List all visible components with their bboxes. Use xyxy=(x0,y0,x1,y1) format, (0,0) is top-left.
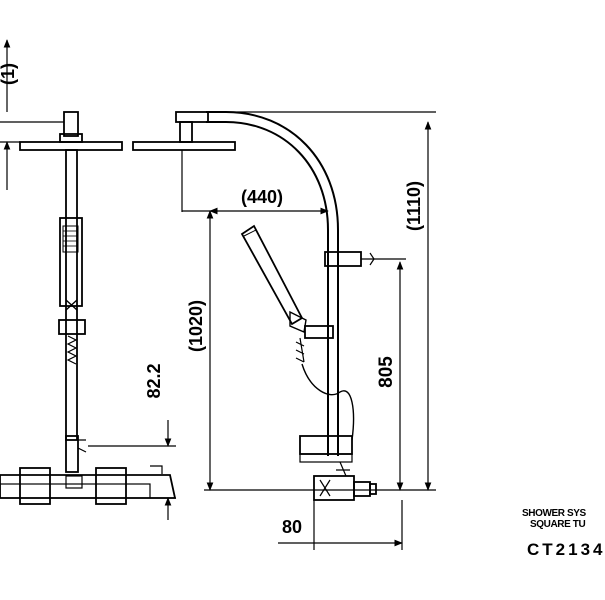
dim-reach: (440) xyxy=(241,187,283,207)
dim-handset-height: 805 xyxy=(376,356,397,388)
model-code: CT2134 xyxy=(527,540,605,559)
dim-top-offset: (1) xyxy=(0,63,18,85)
title-block: SHOWER SYS SQUARE TU CT2134 xyxy=(500,508,602,568)
front-showerhead-plate xyxy=(19,141,123,151)
front-showerhead-connector xyxy=(63,111,79,137)
dim-mixer-height: 82.2 xyxy=(144,363,164,398)
front-slide-bracket xyxy=(58,319,86,335)
side-arm-holder xyxy=(324,251,362,267)
side-dimension-lines xyxy=(181,111,436,550)
side-view xyxy=(132,111,378,501)
dim-rail-height: (1020) xyxy=(186,300,206,352)
side-diverter xyxy=(299,435,353,455)
front-mixer-connector xyxy=(65,435,79,473)
side-mixer-body xyxy=(313,475,355,501)
title-line-2: SQUARE TU xyxy=(530,519,586,530)
title-line-1: SHOWER SYS xyxy=(522,508,586,519)
dim-mixer-depth: 80 xyxy=(282,517,302,537)
front-view xyxy=(0,111,177,505)
front-rail xyxy=(65,149,78,441)
side-curved-arm xyxy=(206,111,339,456)
side-hose xyxy=(301,363,355,441)
front-mixer-body xyxy=(0,474,177,499)
side-showerhead-plate xyxy=(132,141,236,151)
side-slide-bracket xyxy=(304,325,334,339)
front-dimension-lines xyxy=(0,39,176,520)
dim-total-height: (1110) xyxy=(404,181,424,231)
side-handshower xyxy=(240,224,307,333)
